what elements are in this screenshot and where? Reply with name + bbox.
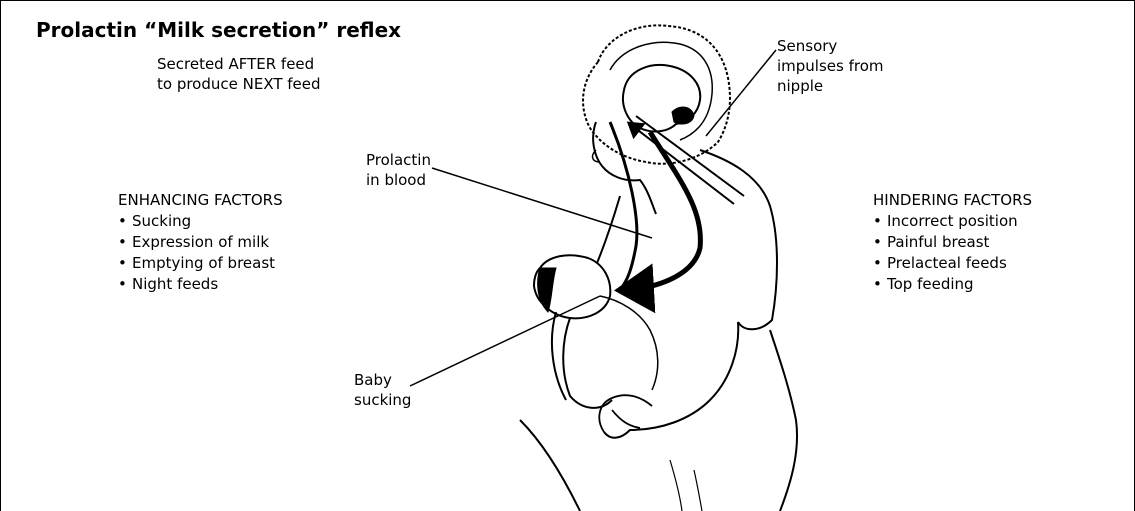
mother-lap bbox=[520, 330, 797, 511]
mother-skirt-folds bbox=[670, 460, 702, 511]
baby-leader-line bbox=[410, 296, 600, 386]
sensory-pathway-line-2 bbox=[630, 124, 734, 204]
baby-blanket bbox=[600, 296, 658, 390]
mother-hand bbox=[599, 395, 652, 432]
sensory-leader-line bbox=[706, 50, 776, 136]
pituitary bbox=[672, 107, 694, 124]
mother-shoulder-right bbox=[700, 150, 777, 329]
baby-body-wrap bbox=[552, 312, 612, 408]
mother-arm bbox=[604, 322, 738, 438]
blood-vessel-line bbox=[610, 122, 637, 290]
sensory-pathway-line-1 bbox=[636, 116, 744, 196]
